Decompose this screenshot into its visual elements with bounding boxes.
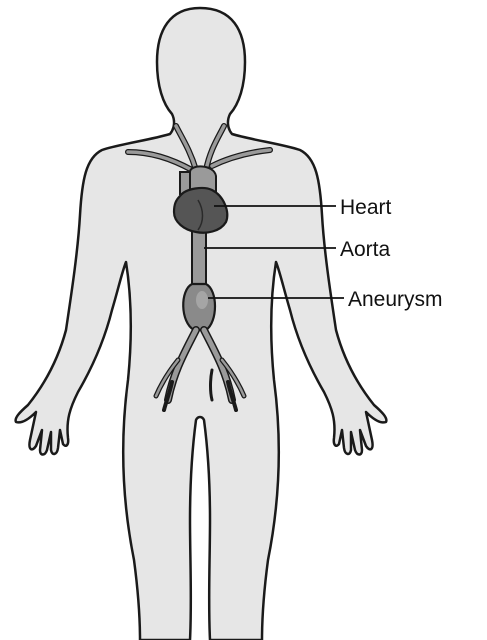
- aorta-label: Aorta: [340, 238, 391, 261]
- aneurysm-label: Aneurysm: [348, 288, 443, 311]
- aorta: [192, 226, 206, 286]
- heart-label: Heart: [340, 196, 392, 219]
